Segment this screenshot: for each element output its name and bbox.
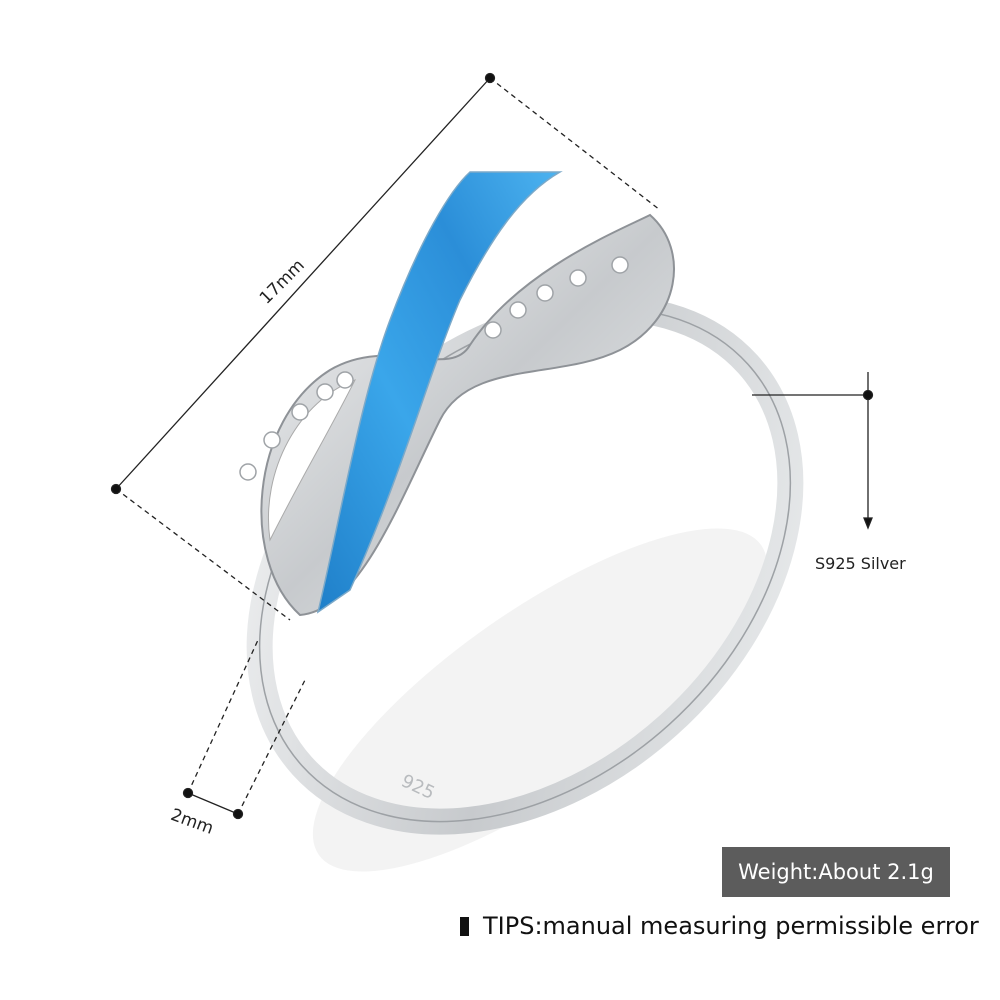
- material-pointer: [752, 372, 874, 530]
- left-loop-opening: [268, 379, 357, 542]
- dimension-17mm: [110, 72, 661, 621]
- material-label: S925 Silver: [815, 554, 906, 573]
- bullet-icon: [460, 916, 469, 936]
- crystal-stones: [239, 256, 629, 481]
- dimension-2mm: [182, 639, 306, 820]
- tips-note: TIPS:manual measuring permissible error: [460, 912, 979, 940]
- tips-text: TIPS:manual measuring permissible error: [483, 912, 979, 940]
- ring-shadow: [312, 528, 768, 872]
- weight-badge: Weight:About 2.1g: [722, 847, 950, 897]
- opal-inlay: [316, 171, 563, 614]
